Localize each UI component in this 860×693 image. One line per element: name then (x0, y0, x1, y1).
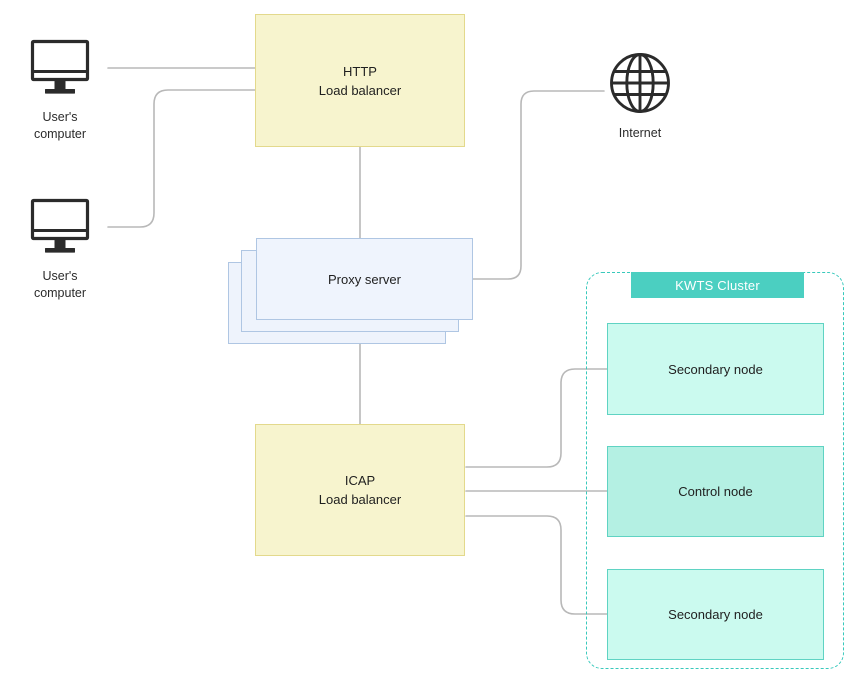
cluster-node-secondary-top[interactable]: Secondary node (607, 323, 824, 415)
endpoint-caption: Internet (618, 126, 662, 140)
http-load-balancer-label: HTTP Load balancer (318, 63, 402, 98)
endpoint-caption: User's computer (33, 110, 87, 141)
cluster-node-label: Secondary node (668, 361, 763, 377)
cluster-node-control[interactable]: Control node (607, 446, 824, 537)
cluster-node-label: Control node (678, 484, 753, 499)
endpoint-user-computer-bottom: User's computer (0, 197, 120, 302)
cluster-node-label: Secondary node (668, 607, 763, 622)
http-load-balancer-box[interactable]: HTTP Load balancer (255, 14, 465, 147)
endpoint-user-computer-top: User's computer (0, 38, 120, 143)
proxy-server-label: Proxy server (328, 271, 401, 287)
monitor-icon (30, 39, 90, 94)
icap-load-balancer-box[interactable]: ICAP Load balancer (255, 424, 465, 556)
endpoint-internet: Internet (580, 50, 700, 142)
proxy-server-stack-card-front[interactable]: Proxy server (256, 238, 473, 320)
icap-load-balancer-label: ICAP Load balancer (318, 473, 402, 507)
kwts-cluster-banner: KWTS Cluster (631, 272, 804, 298)
kwts-cluster-title: KWTS Cluster (675, 277, 760, 293)
proxy-server-stack[interactable]: Proxy server (228, 238, 478, 348)
endpoint-caption: User's computer (33, 269, 87, 300)
monitor-icon (30, 198, 90, 253)
globe-icon (610, 53, 670, 113)
connector-user-bottom-to-http (107, 89, 257, 228)
cluster-node-secondary-bottom[interactable]: Secondary node (607, 569, 824, 660)
